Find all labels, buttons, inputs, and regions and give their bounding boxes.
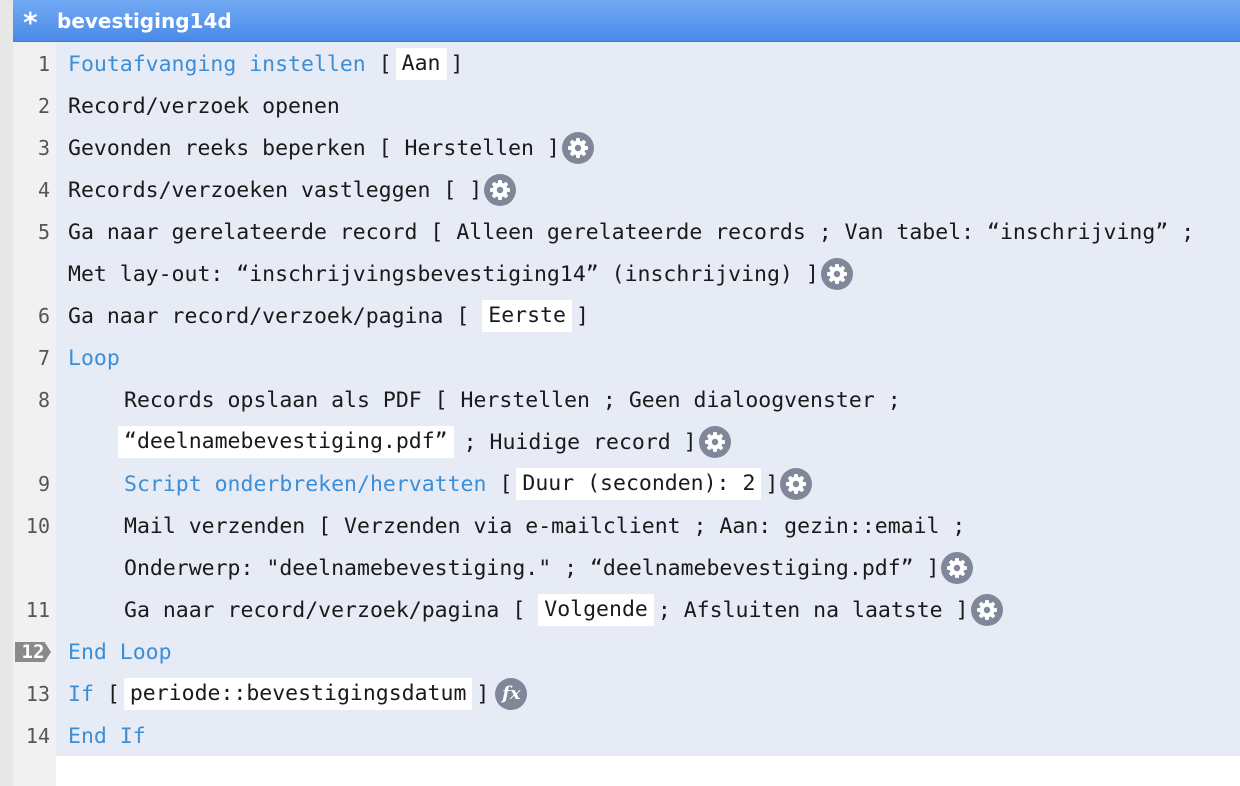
step-content: Ga naar record/verzoek/pagina [ Volgende… <box>124 594 1003 626</box>
line-number: 8 <box>37 388 50 412</box>
step-text: Onderwerp: "deelnamebevestiging." ; “dee… <box>124 555 940 581</box>
modified-asterisk-icon: * <box>23 5 38 39</box>
script-title: bevestiging14d <box>57 8 232 33</box>
line-number-gutter <box>13 42 56 786</box>
gear-icon[interactable] <box>941 552 974 584</box>
bracket-close: ] <box>765 471 779 497</box>
line-number: 4 <box>37 178 50 202</box>
line-number: 2 <box>37 94 50 118</box>
option-value[interactable]: Volgende <box>538 594 654 626</box>
step-text: Gevonden reeks beperken [ Herstellen ] <box>68 135 560 161</box>
gear-icon[interactable] <box>484 174 517 206</box>
line-number: 5 <box>37 220 50 244</box>
step-content: Ga naar record/verzoek/pagina [ Eerste ] <box>68 300 589 332</box>
script-step-8[interactable]: 8 Records opslaan als PDF [ Herstellen ;… <box>13 379 1240 421</box>
step-text: ; Huidige record ] <box>463 429 697 455</box>
script-step-10-continued[interactable]: Onderwerp: "deelnamebevestiging." ; “dee… <box>13 547 1240 589</box>
step-text: ; Afsluiten na laatste ] <box>657 597 969 623</box>
line-number: 9 <box>37 472 50 496</box>
fx-icon-label: fx <box>502 683 521 704</box>
line-number: 13 <box>25 682 50 706</box>
step-content: Ga naar gerelateerde record [ Alleen ger… <box>68 220 1194 245</box>
script-step-6[interactable]: 6 Ga naar record/verzoek/pagina [ Eerste… <box>13 295 1240 337</box>
script-step-9[interactable]: 9 Script onderbreken/hervatten [ Duur (s… <box>13 463 1240 505</box>
line-number: 7 <box>37 346 50 370</box>
left-edge-panel <box>0 0 14 786</box>
step-text: Ga naar record/verzoek/pagina [ <box>124 597 526 623</box>
step-name: If <box>68 681 94 707</box>
script-step-8-continued[interactable]: “deelnamebevestiging.pdf” ; Huidige reco… <box>13 421 1240 463</box>
script-steps: 1 Foutafvanging instellen [ Aan ] 2 Reco… <box>13 43 1240 757</box>
script-step-5-continued[interactable]: Met lay-out: “inschrijvingsbevestiging14… <box>13 253 1240 295</box>
step-content: “deelnamebevestiging.pdf” ; Huidige reco… <box>118 426 731 458</box>
step-text: Record/verzoek openen <box>68 93 340 119</box>
step-content: End Loop <box>68 640 172 665</box>
gear-icon[interactable] <box>970 594 1003 626</box>
step-content: Records opslaan als PDF [ Herstellen ; G… <box>124 388 901 413</box>
step-content: End If <box>68 724 146 749</box>
bracket-close: ] <box>450 51 464 77</box>
step-content: Gevonden reeks beperken [ Herstellen ] <box>68 132 594 164</box>
option-value[interactable]: Aan <box>395 48 447 80</box>
step-text: Ga naar gerelateerde record [ Alleen ger… <box>68 219 1195 245</box>
step-content: Loop <box>68 346 120 371</box>
step-content: Records/verzoeken vastleggen [ ] <box>68 174 517 206</box>
step-content: If [ periode::bevestigingsdatum ] fx <box>68 678 528 710</box>
option-value[interactable]: Duur (seconden): 2 <box>516 468 762 500</box>
step-name: End Loop <box>68 639 172 665</box>
calculation-value[interactable]: periode::bevestigingsdatum <box>123 678 473 710</box>
step-content: Met lay-out: “inschrijvingsbevestiging14… <box>68 258 853 290</box>
step-text: Records/verzoeken vastleggen [ ] <box>68 177 483 203</box>
step-content: Record/verzoek openen <box>68 94 340 119</box>
step-name: Foutafvanging instellen <box>68 51 366 77</box>
bracket-open: [ <box>499 471 513 497</box>
step-content: Foutafvanging instellen [ Aan ] <box>68 48 463 80</box>
script-step-10[interactable]: 10 Mail verzenden [ Verzenden via e-mail… <box>13 505 1240 547</box>
step-text: Ga naar record/verzoek/pagina [ <box>68 303 470 329</box>
step-text: Met lay-out: “inschrijvingsbevestiging14… <box>68 261 819 287</box>
line-number: 6 <box>37 304 50 328</box>
script-editor-area[interactable] <box>56 42 1240 756</box>
script-step-5[interactable]: 5 Ga naar gerelateerde record [ Alleen g… <box>13 211 1240 253</box>
script-tab[interactable]: * bevestiging14d <box>13 0 1240 42</box>
bracket-open: [ <box>378 51 392 77</box>
step-text: Records opslaan als PDF [ Herstellen ; G… <box>124 387 901 413</box>
script-step-11[interactable]: 11 Ga naar record/verzoek/pagina [ Volge… <box>13 589 1240 631</box>
script-step-14[interactable]: 14 End If <box>13 715 1240 757</box>
gear-icon[interactable] <box>698 426 731 458</box>
gear-icon[interactable] <box>561 132 594 164</box>
option-value[interactable]: “deelnamebevestiging.pdf” <box>118 426 454 458</box>
script-step-13[interactable]: 13 If [ periode::bevestigingsdatum ] fx <box>13 673 1240 715</box>
line-number: 11 <box>25 598 50 622</box>
bracket-close: ] <box>476 681 490 707</box>
script-step-2[interactable]: 2 Record/verzoek openen <box>13 85 1240 127</box>
fx-icon[interactable]: fx <box>495 678 528 710</box>
step-content: Script onderbreken/hervatten [ Duur (sec… <box>124 468 813 500</box>
bracket-close: ] <box>575 303 589 329</box>
script-step-7[interactable]: 7 Loop <box>13 337 1240 379</box>
step-name: Loop <box>68 345 120 371</box>
gear-icon[interactable] <box>780 468 813 500</box>
step-name: End If <box>68 723 146 749</box>
step-content: Mail verzenden [ Verzenden via e-mailcli… <box>124 514 965 539</box>
line-number: 3 <box>37 136 50 160</box>
step-name: Script onderbreken/hervatten <box>124 471 487 497</box>
script-step-12[interactable]: 12 End Loop <box>13 631 1240 673</box>
option-value[interactable]: Eerste <box>482 300 572 332</box>
step-content: Onderwerp: "deelnamebevestiging." ; “dee… <box>124 552 974 584</box>
script-step-3[interactable]: 3 Gevonden reeks beperken [ Herstellen ] <box>13 127 1240 169</box>
step-text: Mail verzenden [ Verzenden via e-mailcli… <box>124 513 966 539</box>
script-step-1[interactable]: 1 Foutafvanging instellen [ Aan ] <box>13 43 1240 85</box>
line-number: 1 <box>37 52 50 76</box>
line-number: 14 <box>25 724 50 748</box>
line-number: 10 <box>25 514 50 538</box>
gear-icon[interactable] <box>820 258 853 290</box>
bracket-open: [ <box>106 681 120 707</box>
current-line-marker: 12 <box>15 642 51 662</box>
script-step-4[interactable]: 4 Records/verzoeken vastleggen [ ] <box>13 169 1240 211</box>
